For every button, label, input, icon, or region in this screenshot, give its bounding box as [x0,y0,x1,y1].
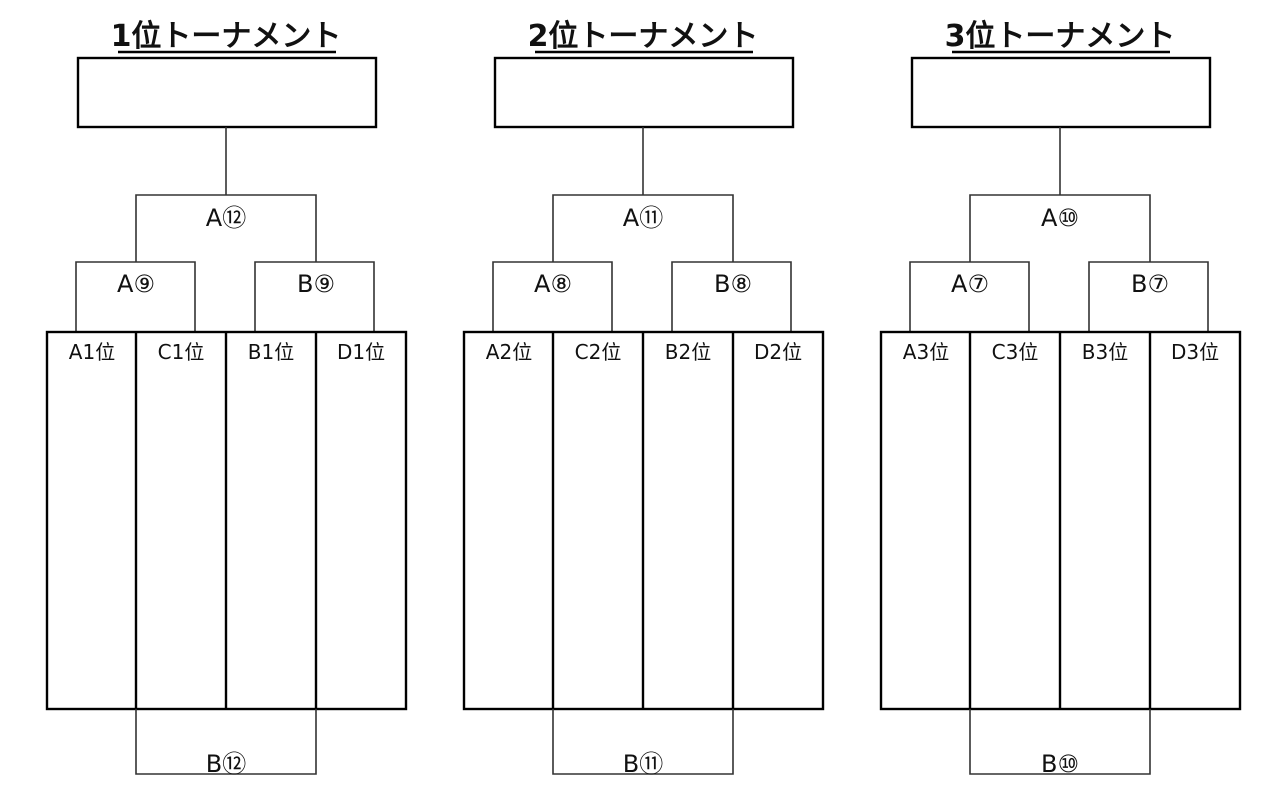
team-label: C2位 [575,340,622,364]
semi-left-connector [492,261,613,332]
semi-right-connector [254,261,375,332]
bracket-2: 2位トーナメント A⑪ A⑧ B⑧ A2位 C2位 B2位 D2位 B⑪ [462,19,825,778]
bottom-match-label: B⑩ [1041,750,1079,778]
semi-right-label: B⑦ [1131,270,1169,298]
bottom-connector [969,709,1151,775]
team-label: A3位 [903,340,949,364]
team-label: B3位 [1082,340,1128,364]
bottom-connector [135,709,317,775]
bracket-1: 1位トーナメント A⑫ A⑨ B⑨ A1位 C1位 B1位 D1位 B⑫ [45,19,408,778]
semi-right-connector [671,261,792,332]
team-label: A2位 [486,340,532,364]
semi-left-label: A⑦ [951,270,989,298]
semi-right-label: B⑧ [714,270,752,298]
team-label: D2位 [754,340,802,364]
team-label: B1位 [248,340,294,364]
semi-right-label: B⑨ [297,270,335,298]
semi-left-label: A⑨ [117,270,155,298]
semi-left-connector [909,261,1030,332]
semi-left-connector [75,261,196,332]
semi-right-connector [1088,261,1209,332]
final-match-label: A⑫ [206,204,246,232]
winner-box [76,56,378,129]
team-label: A1位 [69,340,115,364]
winner-box [910,56,1212,129]
bottom-connector [552,709,734,775]
final-connector [135,194,317,262]
final-match-label: A⑩ [1041,204,1079,232]
bracket-title: 3位トーナメント [945,19,1176,54]
bottom-match-label: B⑪ [623,750,663,778]
bracket-title: 1位トーナメント [111,19,342,54]
bottom-match-label: B⑫ [206,750,246,778]
team-label: D1位 [337,340,385,364]
team-label: C3位 [992,340,1039,364]
final-connector [969,194,1151,262]
team-label: B2位 [665,340,711,364]
final-connector [552,194,734,262]
team-label: D3位 [1171,340,1219,364]
winner-box [493,56,795,129]
final-match-label: A⑪ [623,204,663,232]
team-label: C1位 [158,340,205,364]
bracket-3: 3位トーナメント A⑩ A⑦ B⑦ A3位 C3位 B3位 D3位 B⑩ [879,19,1242,778]
semi-left-label: A⑧ [534,270,572,298]
bracket-title: 2位トーナメント [528,19,759,54]
